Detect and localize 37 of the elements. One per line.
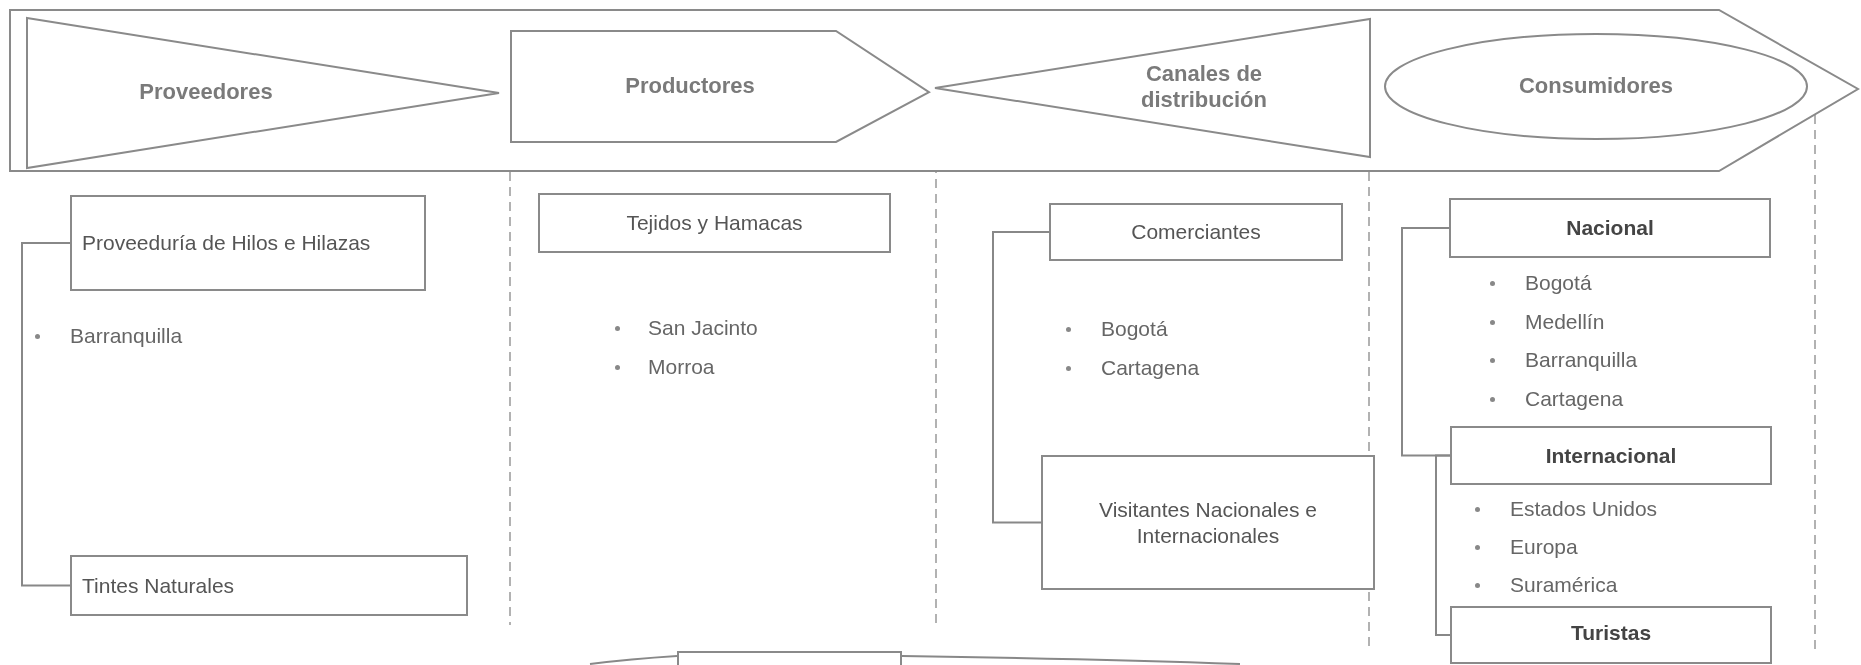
empty-box [677, 651, 902, 665]
item-label: Proveeduría de Hilos e Hilazas [82, 230, 371, 256]
bracket-connector [21, 242, 71, 587]
bracket-connector [1435, 454, 1451, 636]
category-label: Nacional [1566, 215, 1654, 241]
list-item: Suramérica [1510, 572, 1618, 598]
stage-heading: Consumidores [1518, 73, 1674, 99]
item-label: Visitantes Nacionales e Internacionales [1098, 496, 1318, 549]
bracket-connector [992, 231, 1050, 524]
list-item: Europa [1510, 534, 1578, 560]
list-item: Cartagena [1101, 355, 1200, 381]
category-label: Turistas [1570, 620, 1652, 646]
category-box [1450, 606, 1772, 664]
category-box [1450, 426, 1772, 485]
list-item: Bogotá [1525, 270, 1592, 296]
item-box [1049, 203, 1343, 261]
list-item: Estados Unidos [1510, 496, 1658, 522]
stage-heading: Productores [624, 73, 756, 99]
list-item: San Jacinto [648, 315, 758, 341]
list-item: Medellín [1525, 309, 1605, 335]
list-item: Cartagena [1525, 386, 1624, 412]
item-label: Tintes Naturales [82, 572, 235, 599]
item-label: Tejidos y Hamacas [626, 210, 803, 236]
stage-heading: Proveedores [138, 79, 274, 105]
list-item: Morroa [648, 354, 715, 380]
item-box [70, 555, 468, 616]
item-label: Comerciantes [1131, 219, 1261, 245]
item-box [70, 195, 426, 291]
list-item: Bogotá [1101, 316, 1168, 342]
category-box [1449, 198, 1771, 258]
list-item: Barranquilla [1525, 347, 1638, 373]
stage-heading: Canales de distribución [1140, 61, 1268, 113]
list-item: Barranquilla [70, 323, 183, 349]
item-box [1041, 455, 1375, 590]
bracket-connector [1401, 227, 1451, 457]
item-box [538, 193, 891, 253]
category-label: Internacional [1545, 442, 1677, 469]
